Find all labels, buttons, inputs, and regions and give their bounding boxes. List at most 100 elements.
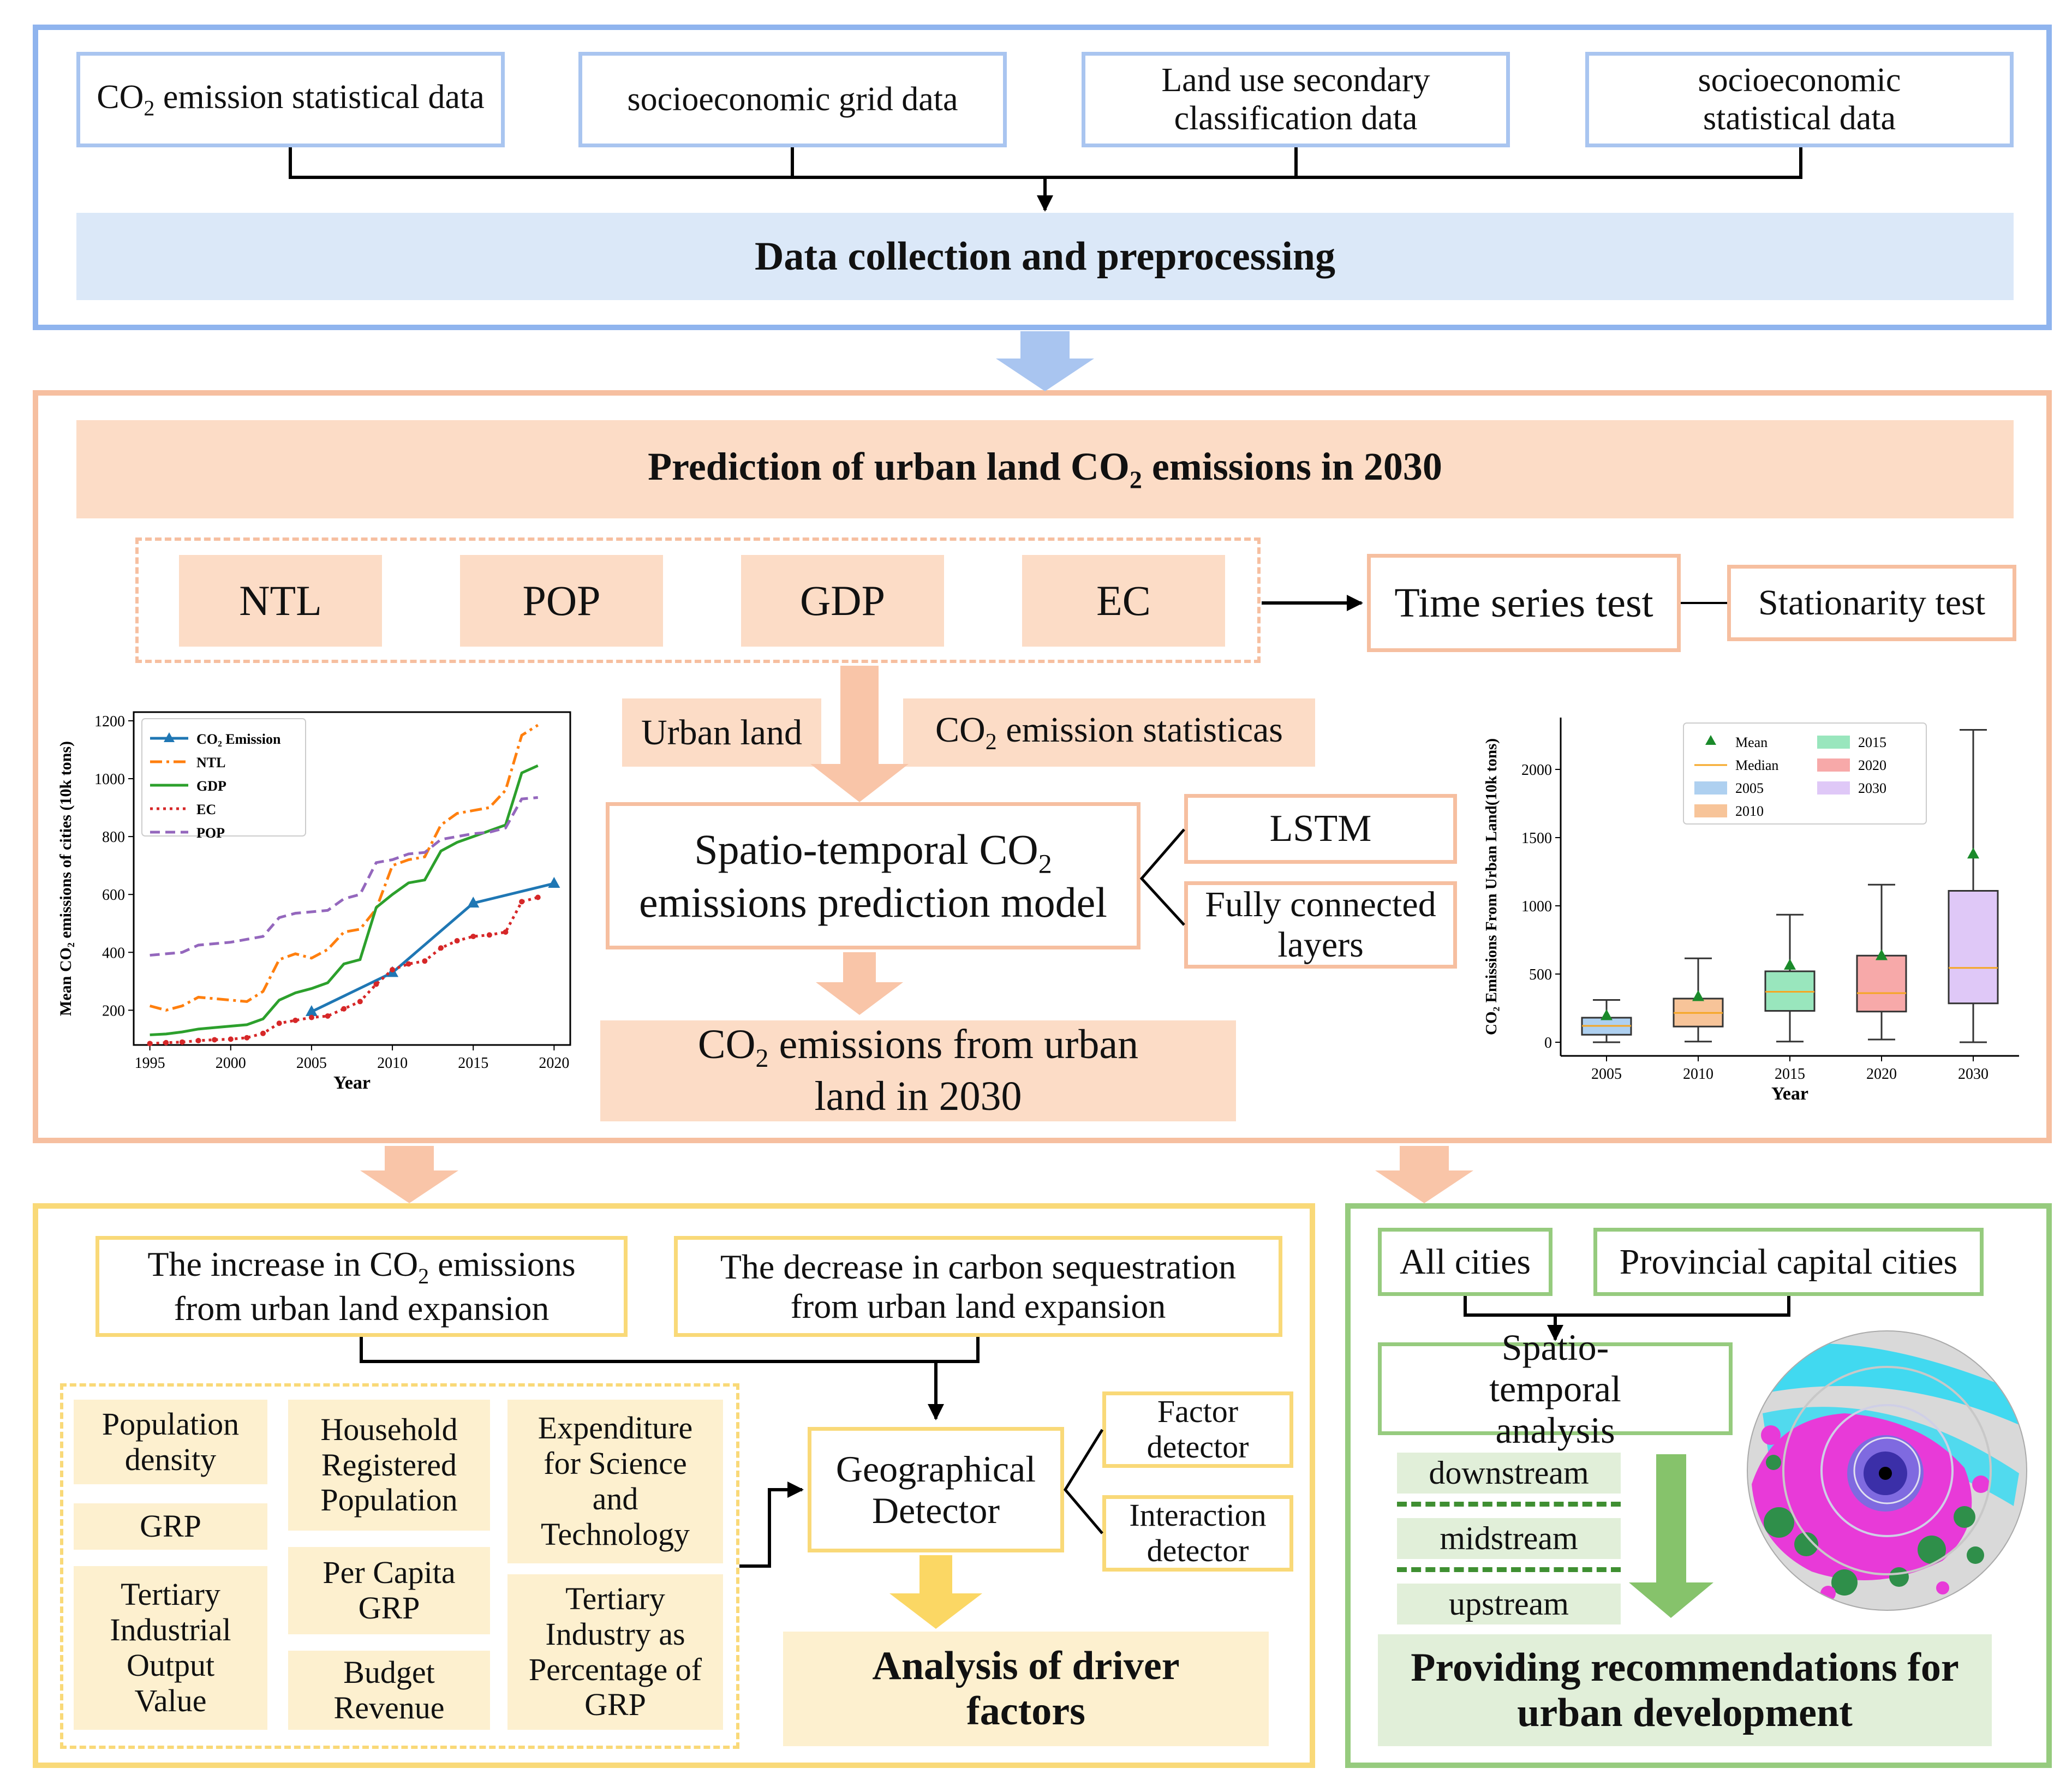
output-post: emissions from urban land in 2030 [768,1022,1139,1120]
interaction-detector-label: Interaction detector [1129,1497,1267,1568]
per-capita-label: Per Capita GRP [323,1555,456,1626]
legend-label: Median [1735,757,1778,773]
factors-group [60,1383,739,1749]
ec-point [373,981,379,987]
ec-point [308,1014,314,1020]
arrow-model-to-output [816,952,903,1015]
emission-statisticas-box: CO2 emission statisticas [903,698,1315,767]
x-tick-label: 2020 [1866,1066,1897,1083]
legend-label: EC [196,802,216,817]
x-tick-label: 1995 [135,1055,165,1072]
socioeconomic-grid-box: socioeconomic grid data [578,52,1007,147]
ec-point [470,934,476,940]
ec-point [535,894,541,900]
ec-point [519,899,525,905]
legend-label: CO₂ Emission [196,731,281,747]
factor-detector-label: Factor detector [1147,1394,1249,1465]
budget-label: Budget Revenue [333,1654,445,1725]
variable-pop: POP [460,555,663,647]
box-2010 [1673,957,1724,1043]
y-tick-label: 0 [1544,1035,1552,1052]
lines-model-to-lstm-fc [1139,828,1185,926]
prediction-model-box: Spatio-temporal CO2 emissions prediction… [606,802,1141,949]
y-tick-label: 400 [102,945,125,961]
divider-1 [1397,1502,1621,1507]
socio-stat-label: socioeconomic statistical data [1698,62,1901,137]
legend-label: NTL [196,755,225,770]
variable-ntl-label: NTL [239,577,322,624]
x-tick-label: 2020 [539,1055,569,1072]
x-axis-label: Year [333,1073,371,1093]
legend-label: POP [196,825,225,841]
pop-density-label: Population density [101,1406,240,1477]
y-tick-label: 200 [102,1002,125,1019]
ec-point [325,1013,331,1019]
downstream-label: downstream [1429,1455,1589,1491]
factor-per-capita: Per Capita GRP [288,1547,490,1634]
mean-marker [1692,990,1704,1001]
midstream-label: midstream [1440,1520,1578,1556]
legend-label: GDP [196,778,226,794]
box-2015 [1764,913,1816,1043]
increase-pre: The increase in CO [147,1245,419,1284]
expenditure-label: Expenditure for Science and Technology [538,1410,693,1552]
co2-emission-point [548,877,560,888]
variables-group [135,537,1261,663]
recommendations-title: Providing recommendations for urban deve… [1378,1634,1992,1746]
recommend-panel [1345,1203,2052,1768]
stationarity-test-label: Stationarity test [1758,583,1986,623]
ec-point [486,932,492,938]
legend-label: 2010 [1735,803,1764,819]
line-chart-frame [133,711,571,1046]
arrow-data-to-prediction [996,331,1094,391]
model-line1: Spatio-temporal CO [694,825,1038,873]
mean-marker [1601,1009,1613,1020]
factor-expenditure: Expenditure for Science and Technology [507,1400,723,1563]
urban-land-label: Urban land [641,712,803,752]
ec-point [147,1041,153,1047]
top-connectors [289,147,1802,212]
factor-household: Household Registered Population [288,1400,490,1531]
mean-marker [1967,847,1979,859]
variable-gdp: GDP [741,555,944,647]
geo-detector-label: Geographical Detector [835,1448,1036,1531]
series-line-gdp [150,764,539,1036]
ec-point [390,967,396,973]
ec-point [503,929,509,935]
downstream-label-box: downstream [1397,1453,1621,1494]
legend-box-swatch [1817,758,1850,772]
model-line2: emissions prediction model [639,879,1107,927]
ec-point [179,1039,185,1045]
arrow-variables-to-model [810,666,909,802]
lstm-label: LSTM [1269,808,1372,850]
ec-point [163,1040,169,1046]
ec-point [292,1017,298,1023]
recommend-connectors [1464,1296,1790,1341]
y-tick-label: 800 [102,829,125,846]
y-tick-label: 1200 [94,713,125,730]
variable-ec: EC [1022,555,1225,647]
legend-mean-marker [1705,735,1716,745]
grp-label: GRP [140,1508,201,1544]
increase-post: emissions from urban land expansion [174,1245,576,1328]
factor-tertiary-output: Tertiary Industrial Output Value [74,1566,267,1730]
ec-point [276,1020,282,1026]
fully-connected-box: Fully connected layers [1184,881,1457,969]
time-series-test-box: Time series test [1367,554,1681,652]
land-use-box: Land use secondary classification data [1082,52,1510,147]
box-2020 [1856,883,1907,1041]
ec-point [357,999,363,1005]
factor-tertiary-pct: Tertiary Industry as Percentage of GRP [507,1574,723,1730]
driver-analysis-title: Analysis of driver factors [783,1632,1269,1746]
variable-gdp-label: GDP [799,577,886,624]
legend-label: 2015 [1858,734,1886,750]
arrow-detector-to-analysis [889,1555,982,1629]
all-cities-label: All cities [1399,1241,1531,1282]
socioeconomic-statistical-box: socioeconomic statistical data [1585,52,2014,147]
geographical-detector-box: Geographical Detector [808,1427,1064,1552]
x-tick-label: 2010 [1683,1066,1713,1083]
arrow-prediction-to-recommend [1375,1146,1473,1203]
